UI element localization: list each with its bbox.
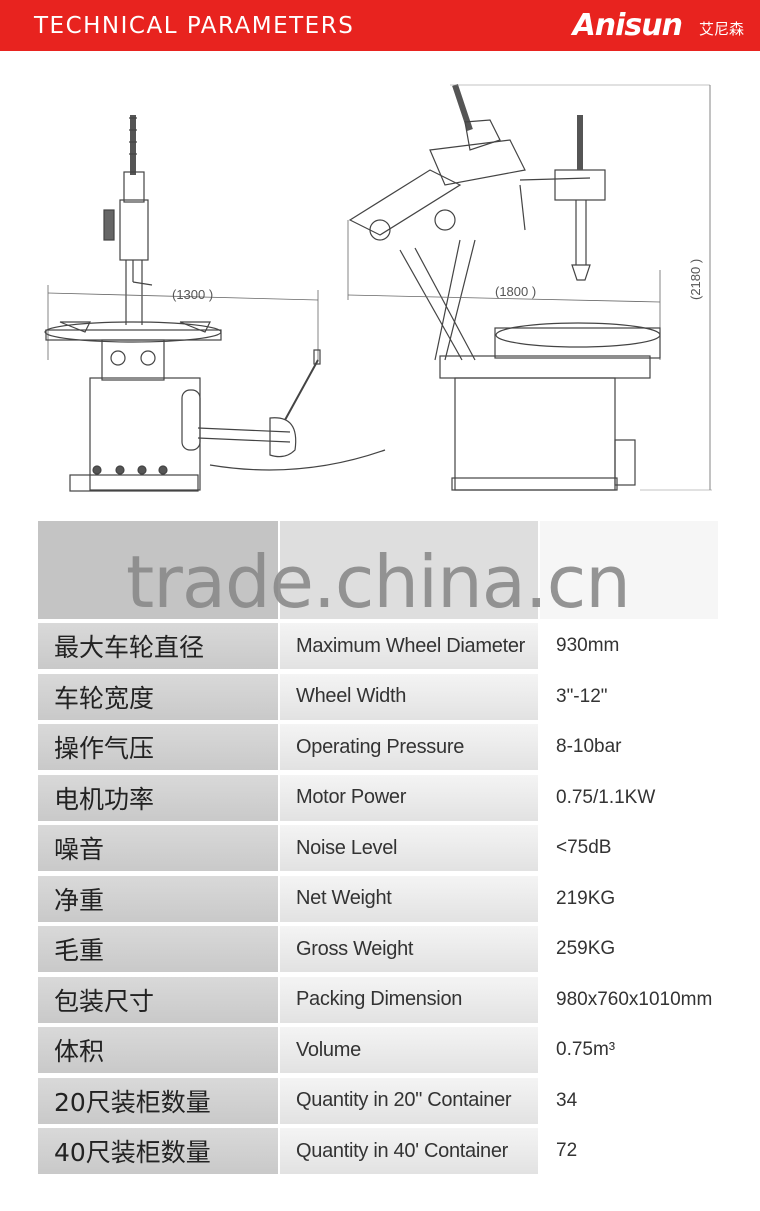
table-header-row [38,521,718,619]
header-cell-cn [38,521,278,619]
dimension-2180: (2180 ) [688,259,703,300]
spec-value: 0.75/1.1KW [540,774,718,821]
spec-label-cn: 噪音 [38,825,278,871]
brand-logo: Anisun [572,8,683,43]
spec-label-cn: 车轮宽度 [38,673,278,720]
spec-label-cn: 毛重 [38,926,278,972]
spec-value: 3"-12" [540,673,718,720]
spec-label-en: Quantity in 40' Container [280,1128,538,1174]
spec-value: 219KG [540,875,718,922]
spec-value: <75dB [540,825,718,871]
brand-logo-cn: 艾尼森 [698,20,744,38]
spec-value: 930mm [540,623,718,669]
spec-label-cn: 20尺装柜数量 [38,1077,278,1124]
spec-value: 980x760x1010mm [540,976,718,1023]
dimension-1800: (1800 ) [495,284,536,299]
spec-value: 72 [540,1128,718,1174]
spec-label-cn: 电机功率 [38,774,278,821]
spec-label-cn: 包装尺寸 [38,976,278,1023]
spec-value: 0.75m³ [540,1027,718,1073]
header-bar: TECHNICAL PARAMETERS Anisun 艾尼森 [0,0,760,51]
watermark: trade.china.cn [126,540,631,624]
spec-label-cn: 操作气压 [38,724,278,770]
spec-label-en: Maximum Wheel Diameter [280,623,538,669]
spec-label-en: Volume [280,1027,538,1073]
machine-technical-drawing: (1300 ) (1800 ) (2180 ) [44,84,712,492]
side-view-drawing [347,84,712,491]
spec-label-en: Net Weight [280,875,538,922]
spec-label-en: Noise Level [280,825,538,871]
spec-label-cn: 最大车轮直径 [38,623,278,669]
spec-label-en: Motor Power [280,774,538,821]
spec-label-en: Operating Pressure [280,724,538,770]
spec-label-en: Gross Weight [280,926,538,972]
spec-label-en: Wheel Width [280,673,538,720]
spec-label-en: Packing Dimension [280,976,538,1023]
spec-label-cn: 40尺装柜数量 [38,1128,278,1174]
dimension-1300: (1300 ) [172,287,213,302]
spec-label-en: Quantity in 20" Container [280,1077,538,1124]
spec-value: 34 [540,1077,718,1124]
header-cell-value [540,521,718,619]
spec-label-cn: 净重 [38,875,278,922]
spec-label-cn: 体积 [38,1027,278,1073]
page-title: TECHNICAL PARAMETERS [34,13,355,39]
spec-value: 8-10bar [540,724,718,770]
spec-value: 259KG [540,926,718,972]
front-view-drawing [44,115,386,492]
header-cell-en [280,521,538,619]
